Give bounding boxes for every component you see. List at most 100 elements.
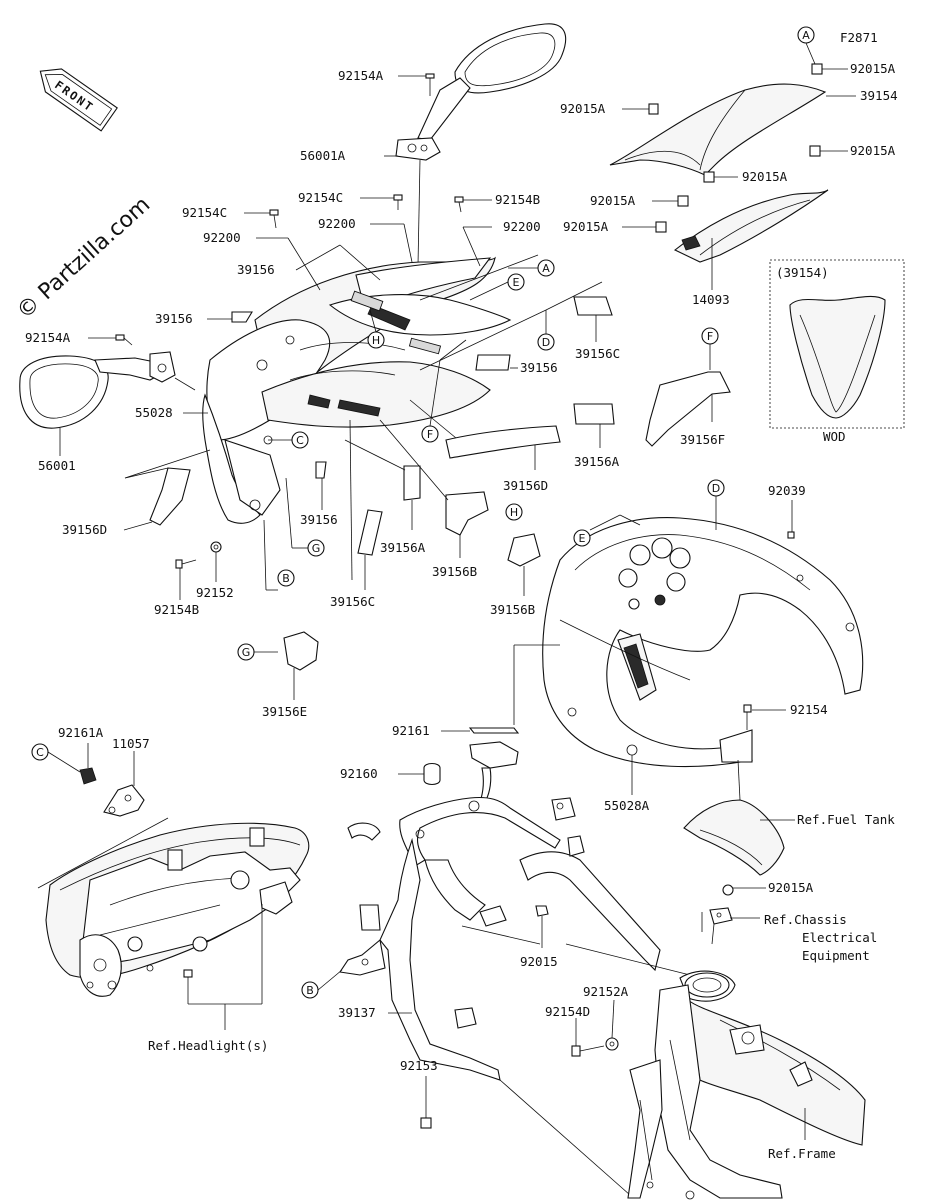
front-arrow-icon: FRONT bbox=[39, 68, 118, 132]
part-label-92154B-a: 92154B bbox=[495, 192, 540, 207]
bolt-92154B-b-icon bbox=[175, 559, 197, 569]
callout-C-cowl: C bbox=[296, 434, 304, 447]
wod-caption: WOD bbox=[823, 429, 846, 444]
figure-code: F2871 bbox=[840, 30, 878, 45]
callout-circle-H-right bbox=[505, 503, 523, 521]
screw-headlight-icon bbox=[183, 969, 193, 978]
inner-cowl-55028A-illustration bbox=[542, 517, 864, 768]
part-label-92154: 92154 bbox=[790, 702, 828, 717]
callout-E-right: E bbox=[579, 532, 586, 545]
screw-92154C-b-icon bbox=[393, 194, 403, 210]
part-label-39156B-a: 39156B bbox=[432, 564, 477, 579]
pad-39156-c-icon bbox=[475, 354, 511, 371]
callout-C-left: C bbox=[36, 746, 44, 759]
nut-92015-icon bbox=[535, 905, 549, 917]
headlight-illustration bbox=[45, 822, 310, 997]
part-label-39156A-a: 39156A bbox=[380, 540, 426, 555]
ref-label-chassis-2: Electrical bbox=[802, 930, 877, 945]
part-label-92200-c: 92200 bbox=[503, 219, 541, 234]
part-label-92015A-1: 92015A bbox=[850, 61, 896, 76]
pad-39156-d-icon bbox=[315, 461, 327, 479]
pad-39156C-a-icon bbox=[357, 509, 383, 556]
ref-label-frame: Ref.Frame bbox=[768, 1146, 836, 1161]
watermark: © Partzilla.com bbox=[12, 192, 155, 324]
callout-H-cowl: H bbox=[372, 334, 380, 347]
callout-E-cowl: E bbox=[513, 276, 520, 289]
part-label-92154D: 92154D bbox=[545, 1004, 590, 1019]
part-label-92015A-7: 92015A bbox=[768, 880, 814, 895]
wod-box bbox=[769, 259, 905, 429]
part-label-92153: 92153 bbox=[400, 1058, 438, 1073]
ref-label-headlight: Ref.Headlight(s) bbox=[148, 1038, 268, 1053]
ref-label-chassis-1: Ref.Chassis bbox=[764, 912, 847, 927]
part-label-39156-c: 39156 bbox=[520, 360, 558, 375]
grommet-92015A-lower-icon bbox=[722, 884, 734, 896]
pad-39156A-b-icon bbox=[573, 403, 615, 425]
part-label-92161: 92161 bbox=[392, 723, 430, 738]
part-label-39156D-b: 39156D bbox=[503, 478, 548, 493]
callout-D-right: D bbox=[712, 482, 720, 495]
part-label-92152A: 92152A bbox=[583, 984, 629, 999]
pad-39156D-left-icon bbox=[149, 467, 191, 526]
part-label-92160: 92160 bbox=[340, 766, 378, 781]
part-label-39156C-b: 39156C bbox=[575, 346, 620, 361]
part-label-14093: 14093 bbox=[692, 292, 730, 307]
side-cowl-55028-illustration bbox=[202, 393, 281, 524]
bolt-92153-icon bbox=[420, 1117, 432, 1129]
washer-92152-icon bbox=[210, 541, 222, 553]
washer-92152A-icon bbox=[605, 1037, 619, 1051]
screw-92154B-a-icon bbox=[454, 196, 464, 213]
mirror-right-illustration bbox=[395, 23, 567, 161]
screw-92154C-a-icon bbox=[269, 209, 279, 229]
bolt-92154A-left-icon bbox=[115, 334, 133, 346]
callout-circle-B-cowl bbox=[277, 569, 295, 587]
pad-39156-icon bbox=[231, 311, 253, 323]
mirror-left-illustration bbox=[19, 351, 176, 429]
part-label-92152-a: 92152 bbox=[196, 585, 234, 600]
pad-39156E-icon bbox=[283, 631, 319, 671]
nut-92161A-icon bbox=[79, 767, 97, 785]
part-label-92154C-b: 92154C bbox=[298, 190, 343, 205]
callout-D-cowl: D bbox=[542, 336, 550, 349]
part-label-56001A: 56001A bbox=[300, 148, 346, 163]
ref-label-fuel-tank: Ref.Fuel Tank bbox=[797, 812, 895, 827]
callout-A-top: A bbox=[802, 29, 810, 42]
part-label-39156-d: 39156 bbox=[300, 512, 338, 527]
callout-G-cowl: G bbox=[312, 542, 321, 555]
wod-box-title: (39154) bbox=[776, 265, 829, 280]
part-label-92154B-b: 92154B bbox=[154, 602, 199, 617]
part-label-92200-a: 92200 bbox=[203, 230, 241, 245]
part-label-92015A-2: 92015A bbox=[560, 101, 606, 116]
chassis-electrical-ref-illustration bbox=[701, 907, 733, 945]
wod-windshield-illustration bbox=[789, 295, 886, 419]
part-label-92015A-3: 92015A bbox=[850, 143, 896, 158]
stay-39137-illustration bbox=[339, 741, 661, 1081]
part-label-11057: 11057 bbox=[112, 736, 150, 751]
part-label-92154C-a: 92154C bbox=[182, 205, 227, 220]
bolt-92154A-top-icon bbox=[425, 73, 435, 96]
part-label-92015A-4: 92015A bbox=[742, 169, 788, 184]
screw-92039-icon bbox=[787, 531, 795, 539]
callout-B-cowl: B bbox=[282, 572, 290, 585]
fuel-tank-ref-illustration bbox=[683, 799, 785, 876]
pad-39156A-a-icon bbox=[403, 465, 421, 501]
part-label-55028: 55028 bbox=[135, 405, 173, 420]
part-label-39156E: 39156E bbox=[262, 704, 307, 719]
part-label-92161A: 92161A bbox=[58, 725, 104, 740]
ref-label-chassis-3: Equipment bbox=[802, 948, 870, 963]
windshield-illustration bbox=[609, 83, 827, 176]
part-label-55028A: 55028A bbox=[604, 798, 650, 813]
part-label-39156D-a: 39156D bbox=[62, 522, 107, 537]
part-label-92015A-6: 92015A bbox=[563, 219, 609, 234]
part-label-92039: 92039 bbox=[768, 483, 806, 498]
pad-39156F-icon bbox=[645, 371, 731, 447]
pad-39156C-b-icon bbox=[573, 296, 613, 316]
callout-B-bottom: B bbox=[306, 984, 314, 997]
pad-39156B-a-icon bbox=[445, 491, 489, 536]
screw-92154-icon bbox=[743, 704, 752, 730]
part-label-39156-b: 39156 bbox=[155, 311, 193, 326]
grommet-92160-icon bbox=[423, 762, 441, 786]
part-label-39156C-a: 39156C bbox=[330, 594, 375, 609]
callout-H-right: H bbox=[510, 506, 518, 519]
